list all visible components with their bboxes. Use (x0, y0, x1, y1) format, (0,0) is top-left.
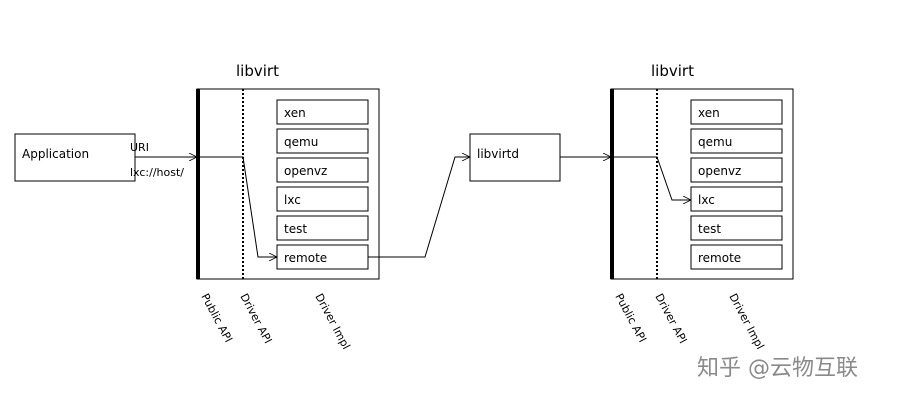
libvirtd-node: libvirtd (469, 133, 561, 182)
application-node: Application (14, 133, 136, 182)
right-driver-qemu: qemu (690, 128, 783, 154)
left-driver-lxc: lxc (276, 186, 369, 212)
left-driver-label: qemu (284, 135, 318, 149)
left-driver-openvz: openvz (276, 157, 369, 183)
connections (135, 157, 691, 257)
right-driver-api-label: Driver API (652, 291, 689, 345)
uri-value: lxc://host/ (130, 166, 184, 179)
left-driver-impl-label: Driver Impl (312, 291, 352, 351)
right-driver-label: xen (698, 106, 720, 120)
left-libvirt: libvirt xen qemu openvz lxc test remote (196, 62, 380, 280)
right-driver-openvz: openvz (690, 157, 783, 183)
left-driver-remote: remote (276, 244, 369, 270)
libvirtd-label: libvirtd (477, 147, 519, 161)
left-driver-label: openvz (284, 164, 327, 178)
right-driver-impl-label: Driver Impl (726, 291, 766, 351)
right-driver-label: test (698, 222, 721, 236)
left-driver-test: test (276, 215, 369, 241)
watermark: 知乎 @云物互联 (697, 356, 858, 381)
left-driver-label: xen (284, 106, 306, 120)
left-driver-qemu: qemu (276, 128, 369, 154)
right-driver-xen: xen (690, 99, 783, 125)
left-driver-label: lxc (284, 193, 301, 207)
left-driver-list: xen qemu openvz lxc test remote (276, 99, 369, 270)
right-libvirt: libvirt xen qemu openvz lxc test remote (610, 62, 794, 280)
remote-to-libvirtd-arrow (368, 157, 470, 258)
left-driver-label: test (284, 222, 307, 236)
right-public-api-label: Public API (612, 291, 649, 344)
right-driver-label: remote (698, 251, 741, 265)
right-driver-label: qemu (698, 135, 732, 149)
left-driver-label: remote (284, 251, 327, 265)
right-dispatch-to-lxc-arrow (612, 156, 691, 200)
left-libvirt-title: libvirt (236, 62, 279, 80)
left-public-api-label: Public API (198, 291, 235, 344)
left-driver-xen: xen (276, 99, 369, 125)
application-label: Application (22, 147, 89, 161)
right-driver-remote: remote (690, 244, 783, 270)
right-driver-test: test (690, 215, 783, 241)
left-dispatch-to-remote-arrow (198, 156, 277, 257)
right-driver-label: lxc (698, 193, 715, 207)
right-libvirt-title: libvirt (651, 62, 694, 80)
right-driver-list: xen qemu openvz lxc test remote (690, 99, 783, 270)
uri-label: URI (130, 141, 149, 154)
right-driver-lxc: lxc (690, 186, 783, 212)
right-driver-label: openvz (698, 164, 741, 178)
left-driver-api-label: Driver API (237, 291, 274, 345)
